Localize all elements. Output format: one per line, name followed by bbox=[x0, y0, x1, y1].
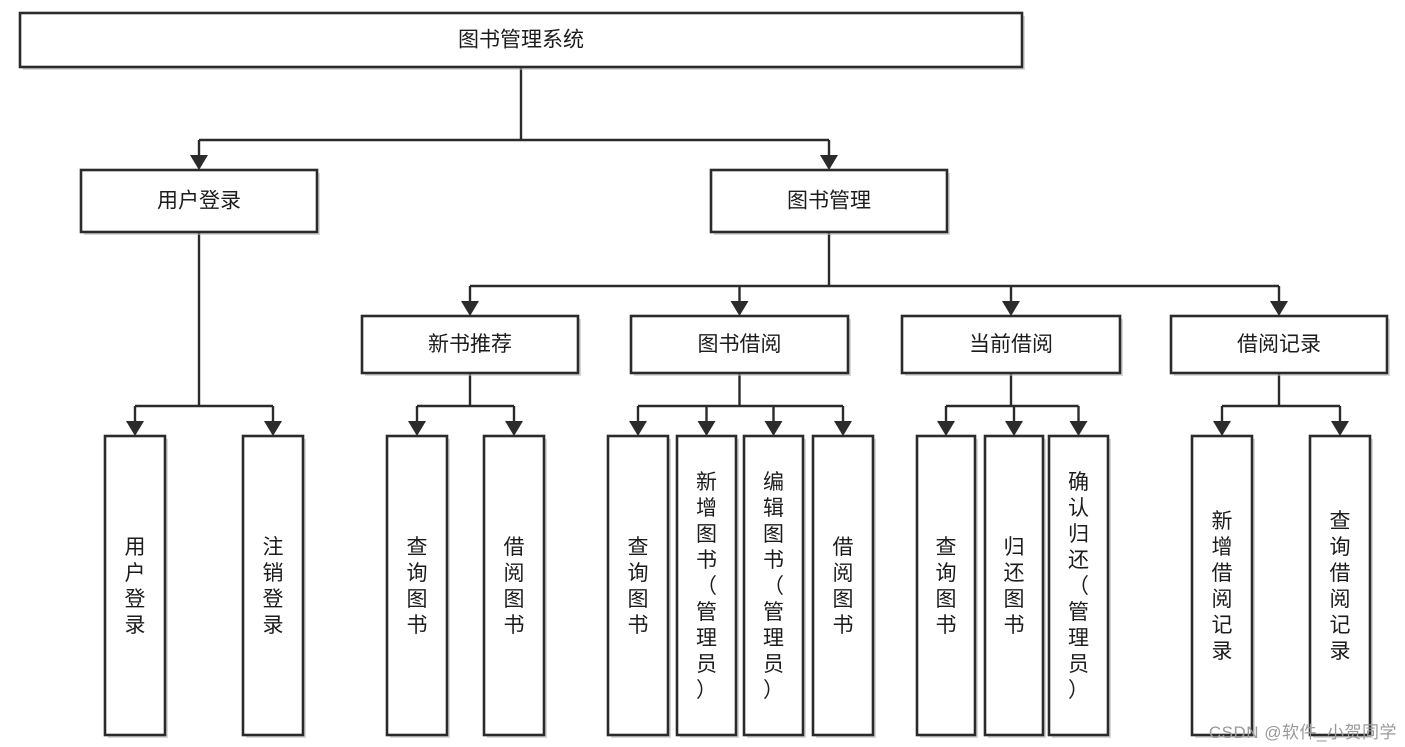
node-leaf-query-book-1[interactable]: 查询图书 bbox=[385, 434, 450, 738]
node-label: 图书管理系统 bbox=[458, 29, 584, 52]
node-leaf-query-record[interactable]: 查询借阅记录 bbox=[1308, 434, 1373, 738]
node-leaf-confirm-return[interactable]: 确认归还（管理员） bbox=[1047, 434, 1111, 738]
edges-layer bbox=[126, 67, 1349, 436]
node-label: 编辑图书（管理员） bbox=[763, 471, 784, 702]
node-label: 新增借阅记录 bbox=[1212, 510, 1233, 663]
node-box bbox=[1047, 434, 1110, 737]
node-box bbox=[18, 11, 1024, 69]
node-label: 归还图书 bbox=[1004, 536, 1025, 637]
node-box bbox=[709, 168, 949, 234]
node-leaf-add-book[interactable]: 新增图书（管理员） bbox=[675, 434, 739, 738]
node-box bbox=[915, 434, 977, 737]
node-label: 注销登录 bbox=[263, 536, 284, 637]
arrow-head-icon bbox=[629, 421, 647, 436]
node-root[interactable]: 图书管理系统 bbox=[18, 11, 1025, 70]
arrow-head-icon bbox=[461, 301, 479, 316]
node-label: 确认归还（管理员） bbox=[1068, 471, 1089, 702]
node-label: 查询图书 bbox=[628, 536, 649, 637]
node-book-borrow[interactable]: 图书借阅 bbox=[629, 314, 851, 376]
node-label: 查询图书 bbox=[936, 536, 957, 637]
node-label: 查询借阅记录 bbox=[1330, 510, 1351, 663]
node-label: 新书推荐 bbox=[428, 333, 512, 356]
arrow-head-icon bbox=[764, 421, 783, 436]
node-user-login[interactable]: 用户登录 bbox=[79, 168, 320, 235]
arrow-head-icon bbox=[1002, 301, 1020, 316]
arrow-head-icon bbox=[1069, 421, 1088, 436]
node-box bbox=[79, 168, 319, 234]
arrow-head-icon bbox=[1331, 421, 1349, 436]
node-label: 用户登录 bbox=[125, 536, 146, 637]
node-box bbox=[983, 434, 1045, 737]
arrow-head-icon bbox=[834, 421, 852, 436]
arrow-head-icon bbox=[1270, 301, 1288, 316]
node-label: 借阅图书 bbox=[833, 536, 854, 637]
node-label: 新增图书（管理员） bbox=[696, 471, 717, 702]
node-box bbox=[742, 434, 805, 737]
node-box bbox=[629, 314, 850, 375]
node-box bbox=[1308, 434, 1372, 737]
node-box bbox=[360, 314, 580, 375]
node-label: 借阅记录 bbox=[1237, 333, 1321, 356]
node-leaf-return-book[interactable]: 归还图书 bbox=[983, 434, 1046, 738]
arrow-head-icon bbox=[1005, 421, 1023, 436]
node-label: 用户登录 bbox=[157, 190, 241, 213]
node-box bbox=[385, 434, 449, 737]
node-label: 查询图书 bbox=[407, 536, 428, 637]
node-box bbox=[1169, 314, 1389, 375]
nodes-layer: 图书管理系统用户登录图书管理新书推荐图书借阅当前借阅借阅记录用户登录注销登录查询… bbox=[18, 11, 1390, 738]
node-leaf-borrow-book-2[interactable]: 借阅图书 bbox=[811, 434, 876, 738]
arrow-head-icon bbox=[730, 301, 749, 316]
node-new-book-rec[interactable]: 新书推荐 bbox=[360, 314, 581, 376]
arrow-head-icon bbox=[190, 155, 208, 170]
arrow-head-icon bbox=[937, 421, 955, 436]
node-leaf-edit-book[interactable]: 编辑图书（管理员） bbox=[742, 434, 806, 738]
node-label: 借阅图书 bbox=[504, 536, 525, 637]
node-label: 图书管理 bbox=[787, 190, 871, 213]
node-label: 当前借阅 bbox=[969, 333, 1053, 356]
node-leaf-user-login[interactable]: 用户登录 bbox=[103, 434, 168, 738]
arrow-head-icon bbox=[264, 421, 282, 436]
node-leaf-user-logout[interactable]: 注销登录 bbox=[241, 434, 306, 738]
node-box bbox=[103, 434, 167, 737]
node-box bbox=[241, 434, 305, 737]
arrow-head-icon bbox=[1213, 421, 1231, 436]
node-leaf-borrow-book-1[interactable]: 借阅图书 bbox=[482, 434, 547, 738]
node-box bbox=[482, 434, 546, 737]
node-label: 图书借阅 bbox=[698, 333, 782, 356]
arrow-head-icon bbox=[697, 421, 716, 436]
arrow-head-icon bbox=[408, 421, 426, 436]
node-leaf-add-record[interactable]: 新增借阅记录 bbox=[1190, 434, 1255, 738]
arrow-head-icon bbox=[126, 421, 144, 436]
node-borrow-record[interactable]: 借阅记录 bbox=[1169, 314, 1390, 376]
node-box bbox=[811, 434, 875, 737]
node-leaf-query-book-2[interactable]: 查询图书 bbox=[606, 434, 671, 738]
node-box bbox=[606, 434, 670, 737]
arrow-head-icon bbox=[505, 421, 523, 436]
node-box bbox=[900, 314, 1122, 375]
node-current-borrow[interactable]: 当前借阅 bbox=[900, 314, 1123, 376]
node-book-manage[interactable]: 图书管理 bbox=[709, 168, 950, 235]
node-box bbox=[1190, 434, 1254, 737]
node-leaf-query-book-3[interactable]: 查询图书 bbox=[915, 434, 978, 738]
arrow-head-icon bbox=[820, 155, 838, 170]
node-box bbox=[675, 434, 738, 737]
